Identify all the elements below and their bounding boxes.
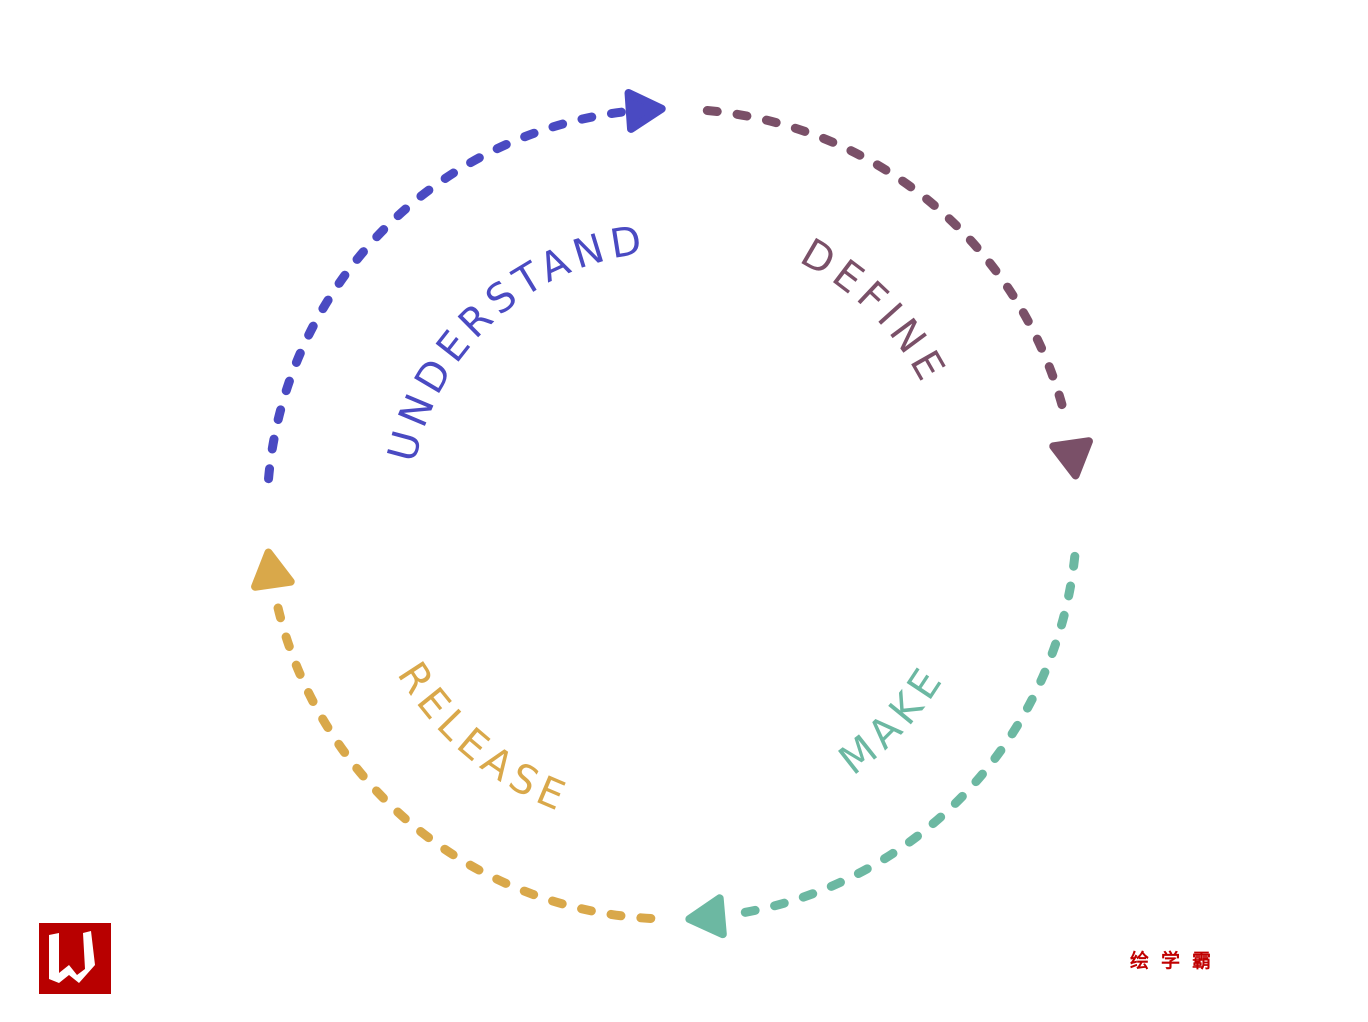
arrowhead-understand-icon [624, 89, 666, 133]
arrowhead-release-icon [251, 548, 295, 591]
label-release: RELEASE [388, 654, 576, 822]
brand-logo [39, 923, 111, 994]
dashed-arc-make [737, 551, 1080, 918]
label-understand: UNDERSTAND [379, 217, 650, 467]
arrowhead-define-icon [1049, 437, 1093, 480]
label-make: MAKE [831, 656, 955, 784]
arrowhead-make-icon [685, 894, 727, 939]
dashed-arc-release [272, 600, 656, 923]
label-define: DEFINE [793, 230, 956, 393]
w-logo-icon [49, 931, 95, 983]
dashed-arc-understand [264, 107, 628, 484]
watermark: 绘学霸 [1130, 950, 1224, 972]
dashed-arc-define [702, 106, 1072, 428]
